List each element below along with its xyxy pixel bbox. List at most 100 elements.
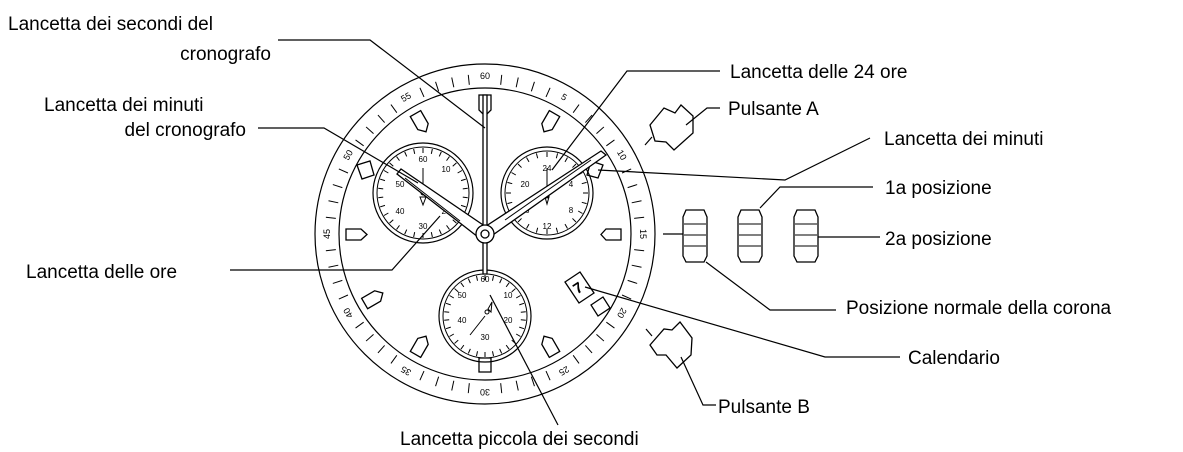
subdial-left-num-5: 50 [396, 180, 405, 189]
subdial-tick [517, 218, 522, 223]
subdial-tick [396, 156, 400, 161]
subdial-bottom-num-5: 50 [458, 291, 467, 300]
bezel-tick [377, 345, 386, 354]
subdial-right-num-5: 20 [521, 180, 530, 189]
bezel-tick [606, 321, 615, 329]
subdial-tick [383, 212, 389, 216]
bezel-inner-ring [338, 87, 632, 381]
subdial-tick [444, 319, 450, 321]
subdial-tick [511, 288, 516, 293]
labels: Lancetta dei secondi del cronografo Lanc… [8, 14, 1112, 450]
subdial-tick [462, 187, 468, 190]
bezel-tick [365, 333, 374, 342]
bezel-tick [515, 77, 519, 88]
subdial-bottom-hand [469, 301, 493, 336]
label-crown-normal: Posizione normale della corona [846, 298, 1112, 319]
bezel-tick [467, 74, 470, 85]
bezel-number: 55 [399, 90, 413, 104]
label-minute-hand: Lancetta dei minuti [884, 129, 1044, 150]
subdial-tick [444, 311, 450, 313]
subdial-tick [404, 151, 408, 157]
bezel-tick [435, 81, 440, 92]
subdial-tick [449, 333, 455, 337]
marker-9 [345, 228, 368, 241]
subdial-bottom-num-2: 20 [504, 316, 513, 325]
subdial-tick [438, 229, 442, 235]
button-b [645, 321, 693, 369]
marker-5 [541, 335, 561, 359]
marker-7 [409, 335, 429, 359]
subdial-tick [452, 219, 457, 224]
subdial-tick [507, 201, 513, 205]
leader-button-a [685, 107, 720, 126]
subdial-tick [505, 344, 510, 350]
subdial-left-num-3: 30 [419, 222, 428, 231]
bezel-tick [634, 216, 645, 219]
subdial-tick [460, 344, 465, 350]
subdial-tick [520, 319, 526, 321]
subdial-tick [383, 170, 389, 174]
bezel-number: 30 [480, 387, 490, 397]
subdial-left-num-0: 60 [419, 155, 428, 164]
subdial-tick [491, 275, 495, 281]
subdial-tick [462, 196, 468, 199]
bezel-number: 20 [615, 306, 629, 320]
bezel-number: 35 [399, 364, 413, 378]
subdial-tick [446, 225, 450, 230]
subdial-tick [555, 227, 559, 233]
marker-3 [600, 228, 622, 241]
bezel-outer-ring [314, 63, 656, 405]
marker-1 [541, 109, 561, 133]
subdial-right-num-3: 12 [543, 222, 552, 231]
bezel-tick [500, 74, 503, 85]
bezel-tick [419, 370, 425, 381]
label-hour-hand: Lancetta delle ore [26, 262, 177, 283]
subdial-tick [430, 232, 433, 238]
bezel-tick [530, 376, 535, 387]
marker-11 [409, 109, 429, 133]
bezel-number: 40 [341, 306, 355, 320]
subdial-tick [581, 181, 587, 185]
subdial-tick [535, 153, 539, 159]
bezel-tick [332, 279, 343, 284]
bezel-tick [451, 77, 455, 88]
subdial-tick [445, 302, 451, 306]
leader-crown-normal [705, 261, 836, 311]
bezel-tick [631, 264, 642, 268]
subdial-tick [396, 225, 400, 230]
subdial-tick [499, 278, 503, 284]
bezel-tick [584, 114, 593, 123]
bezel-tick [365, 126, 374, 135]
bezel-tick [338, 168, 349, 174]
bezel-tick [451, 380, 455, 391]
subdial-tick [380, 204, 386, 208]
subdial-tick [505, 282, 510, 288]
label-chrono-seconds-line2: cronografo [180, 44, 271, 65]
subdial-tick [515, 333, 521, 337]
bezel-tick [328, 200, 339, 204]
subdial-bottom-num-3: 30 [481, 333, 490, 342]
center-pin-inner [480, 229, 490, 239]
leader-small-seconds [489, 294, 559, 426]
leader-chrono-seconds [278, 39, 486, 129]
subdial-tick [507, 181, 513, 185]
bezel-tick [572, 355, 580, 364]
bezel-tick [627, 184, 638, 189]
subdial-tick [454, 339, 459, 344]
subdial-tick [413, 232, 416, 238]
bezel-tick [467, 383, 470, 394]
leader-chrono-minutes [258, 127, 419, 184]
subdial-tick [452, 162, 457, 167]
bezel-number: 50 [341, 148, 355, 162]
leader-lines [230, 39, 900, 426]
subdial-tick [517, 163, 522, 168]
leader-button-b [680, 356, 716, 406]
marker-6 [478, 357, 492, 373]
label-chrono-minutes-line2: del cronografo [125, 120, 246, 141]
subdial-tick [449, 295, 455, 299]
subdial-tick [467, 278, 471, 284]
subdial-tick [378, 196, 384, 199]
bezel-tick [530, 81, 535, 92]
crown-normal [663, 209, 708, 263]
